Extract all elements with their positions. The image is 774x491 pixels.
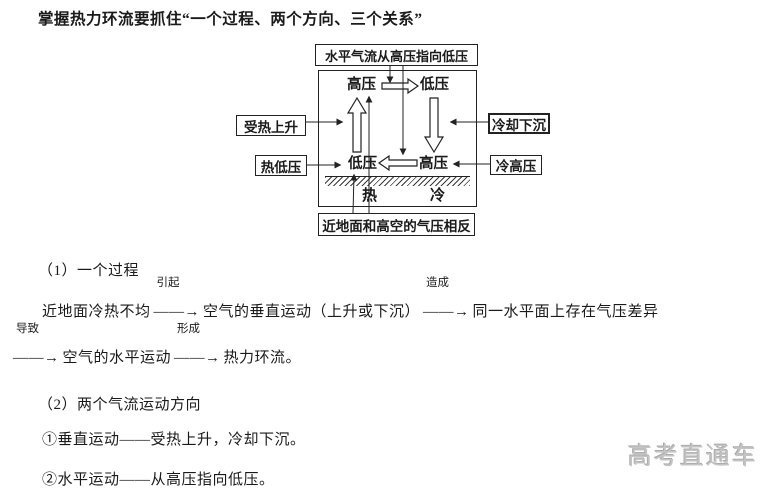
process-arrow: 形成——→ bbox=[174, 323, 221, 366]
ground-cold-label: 冷 bbox=[430, 187, 446, 204]
upper-right-pressure-label: 低压 bbox=[420, 77, 449, 93]
section-heading-two-directions: （2）两个气流运动方向 bbox=[38, 397, 202, 413]
surface-left-pressure-label: 低压 bbox=[348, 156, 377, 172]
ground-hatch bbox=[325, 176, 470, 186]
label-box-cooled-sink: 冷却下沉 bbox=[488, 113, 550, 134]
label-box-heated-rise: 受热上升 bbox=[236, 115, 306, 136]
process-arrow: 造成——→ bbox=[423, 277, 470, 320]
list-item-horizontal-motion: ②水平运动——从高压指向低压。 bbox=[42, 472, 275, 488]
caption-pressure-opposite: 近地面和高空的气压相反 bbox=[318, 213, 475, 236]
label-box-cold-high-pressure: 冷高压 bbox=[490, 155, 542, 175]
process-arrow: 导致——→ bbox=[13, 323, 60, 366]
caption-horizontal-flow: 水平气流从高压指向低压 bbox=[315, 44, 478, 66]
thermal-circulation-diagram: 水平气流从高压指向低压 近地面和高空的气压相反 受热上升 热低压 冷却下沉 冷高… bbox=[236, 44, 556, 240]
upper-left-pressure-label: 高压 bbox=[347, 77, 376, 93]
updraft-hollow-arrow bbox=[346, 96, 368, 153]
upper-flow-hollow-arrow bbox=[381, 77, 420, 95]
surface-right-pressure-label: 高压 bbox=[419, 156, 448, 172]
process-arrow-label: 形成 bbox=[177, 323, 201, 335]
diagram-arrows-layer bbox=[306, 66, 490, 214]
process-arrow-label: 引起 bbox=[156, 277, 180, 289]
process-arrow-label: 造成 bbox=[426, 277, 450, 289]
downdraft-hollow-arrow bbox=[423, 97, 445, 154]
label-box-hot-low-pressure: 热低压 bbox=[255, 155, 307, 176]
section-heading-one-process: （1）一个过程 bbox=[38, 263, 140, 279]
ground-hot-label: 热 bbox=[362, 187, 378, 204]
process-flow-paragraph: 近地面冷热不均引起——→空气的垂直运动（上升或下沉）造成——→同一水平面上存在气… bbox=[10, 277, 710, 381]
bottombox-to-surface-low-pointer bbox=[350, 173, 358, 214]
process-arrow-label: 导致 bbox=[16, 323, 39, 335]
process-arrow: 引起——→ bbox=[153, 277, 201, 320]
watermark: 高考直通车 bbox=[628, 443, 758, 470]
page-title: 掌握热力环流要抓住“一个过程、两个方向、三个关系” bbox=[38, 11, 423, 28]
list-item-vertical-motion: ①垂直运动——受热上升，冷却下沉。 bbox=[42, 432, 306, 448]
surface-flow-hollow-arrow bbox=[377, 154, 418, 172]
